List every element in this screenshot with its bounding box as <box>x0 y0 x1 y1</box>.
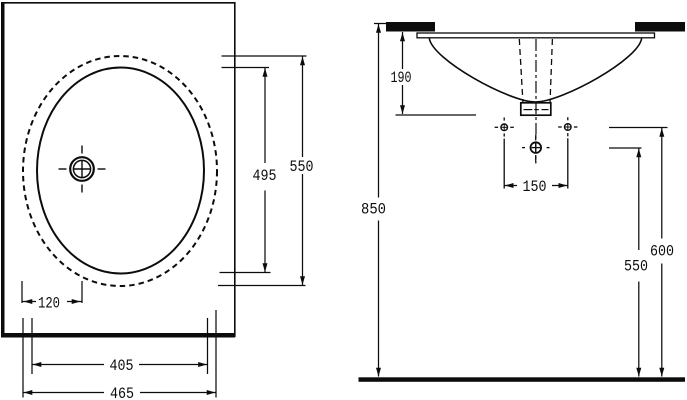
svg-text:550: 550 <box>290 158 314 176</box>
svg-text:150: 150 <box>523 178 547 196</box>
svg-text:600: 600 <box>650 243 674 261</box>
svg-text:850: 850 <box>361 201 386 219</box>
svg-text:495: 495 <box>253 167 277 185</box>
svg-text:405: 405 <box>110 357 134 375</box>
svg-text:465: 465 <box>110 385 134 400</box>
svg-text:190: 190 <box>391 69 412 87</box>
svg-text:550: 550 <box>624 258 648 276</box>
svg-text:120: 120 <box>38 295 60 313</box>
